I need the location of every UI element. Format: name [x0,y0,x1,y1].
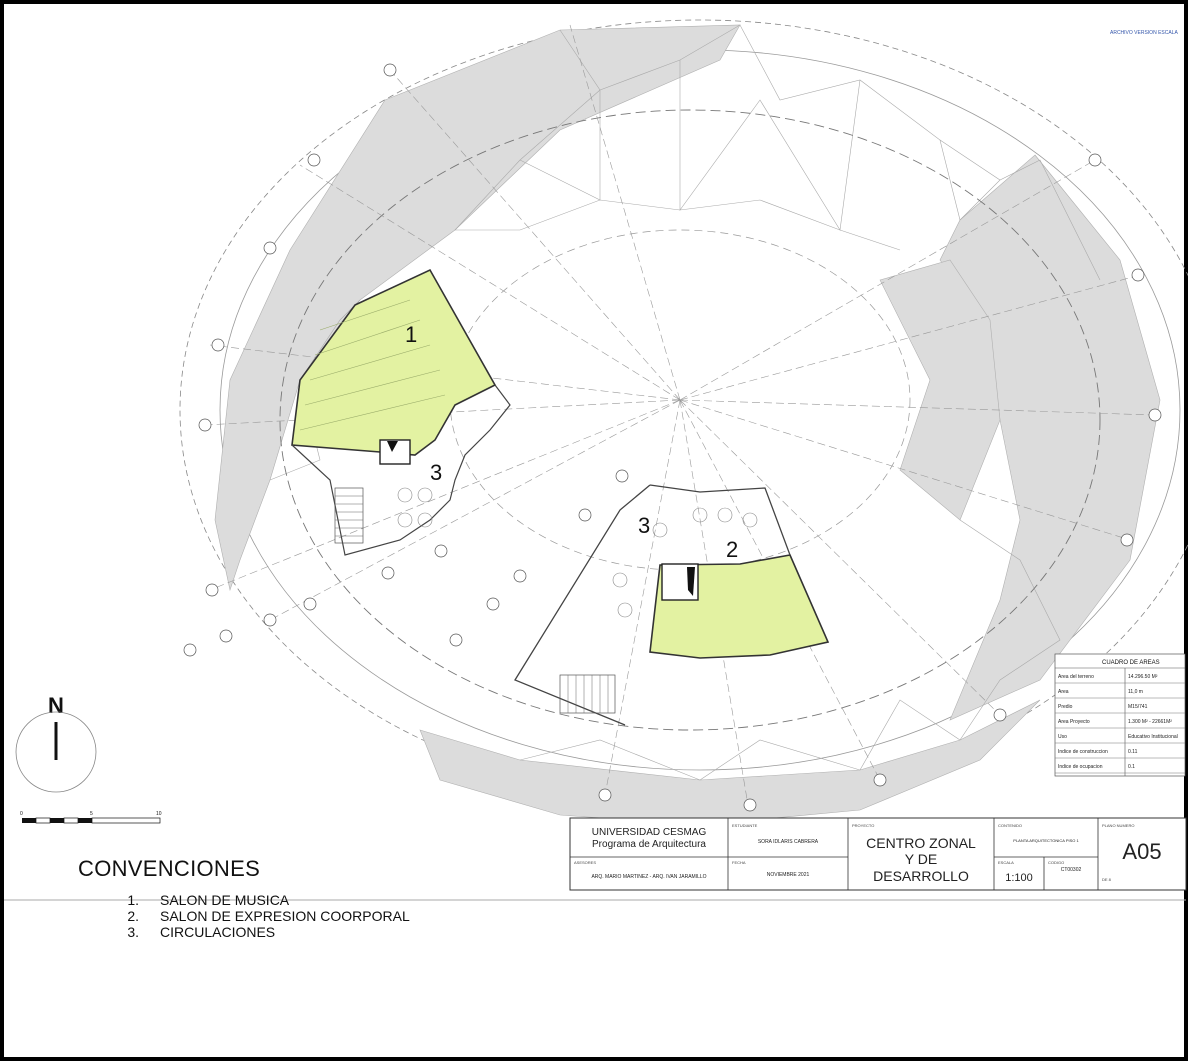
axis-bubbles [183,63,1162,812]
sheet-caption: PLANO NUMERO [1102,823,1134,828]
student-name: SORA IDLARIS CABRERA [758,839,819,845]
date-value: NOVIEMBRE 2021 [767,872,810,878]
project-line-2: Y DE [905,851,937,867]
convention-number: 2. [127,908,139,924]
project-line-1: CENTRO ZONAL [866,835,976,851]
panel-west [214,24,741,592]
convention-number: 3. [127,924,139,940]
floor-plan: 1 2 3 3 [179,19,1188,826]
university-name: UNIVERSIDAD CESMAG [592,827,707,838]
areas-table-rows: Area del terreno 14.296.50 M² Area 11,0 m Pr… [1055,674,1185,774]
areas-table-value: M15/741 [1128,704,1148,710]
wing-east-wall [514,484,791,726]
stair-east-steps [567,675,609,713]
room-music-hall [291,268,497,456]
wing-west-wall [291,384,511,556]
convention-number: 1. [127,892,139,908]
sheet-of: DE 8 [1102,877,1112,882]
scale-bar: 0 5 10 [20,811,162,824]
areas-table-value: 0.11 [1128,749,1138,755]
top-right-note: ARCHIVO VERSION ESCALA [1110,30,1178,36]
north-label: N [48,693,64,718]
areas-table-label: Uso [1058,734,1067,740]
project-caption: PROYECTO [852,823,874,828]
stair-west-steps [335,495,363,537]
areas-table-value: 11,0 m [1128,689,1143,695]
north-arrow: N [15,693,97,793]
music-hall-seats [299,299,446,431]
project-line-3: DESARROLLO [873,868,969,884]
conventions-title: CONVENCIONES [78,856,261,881]
scale-value: 1:100 [1005,872,1033,884]
convention-label: CIRCULACIONES [160,924,276,940]
stair-east [559,674,616,714]
areas-table-value: 0.1 [1128,764,1135,770]
scale-caption: ESCALA [998,860,1014,865]
radial-axes [204,24,1156,806]
room-number-3-west: 3 [430,460,442,485]
conventions-legend: CONVENCIONES 1. SALON DE MUSICA 2. SALON DE… [78,856,410,940]
panel-south [419,699,1041,826]
code-caption: CODIGO [1048,860,1064,865]
areas-table-value: 1.300 M² - 22661M² [1128,719,1172,725]
convention-item: 1. SALON DE MUSICA [78,892,410,908]
conventions-list: 1. SALON DE MUSICA 2. SALON DE EXPRESION CO… [78,892,410,940]
areas-table-value: Educativo Institucional [1128,734,1178,740]
student-caption: ESTUDIANTE [732,823,758,828]
room-number-1: 1 [405,322,417,347]
content-caption: CONTENIDO [998,823,1022,828]
scale-bar-end: 10 [156,811,162,817]
areas-table-value: 14.296.50 M² [1128,674,1158,680]
outer-ring-dashed [179,19,1188,801]
program-name: Programa de Arquitectura [592,839,706,850]
areas-table-label: Predio [1058,704,1073,710]
code-value: CT00302 [1061,867,1082,873]
areas-table-label: Indice de ocupacion [1058,764,1103,770]
areas-table-label: Area Proyecto [1058,719,1090,725]
panel-east [939,154,1161,721]
advisors-caption: ASESORES [574,860,596,865]
areas-table-label: Indice de construccion [1058,749,1108,755]
scale-bar-start: 0 [20,811,23,817]
areas-table: CUADRO DE AREAS Area del terreno 14.296.5… [1054,653,1186,777]
title-block: UNIVERSIDAD CESMAG Programa de Arquitect… [569,817,1187,891]
areas-table-label: Area [1058,689,1069,695]
convention-label: SALON DE MUSICA [160,892,290,908]
convention-item: 3. CIRCULACIONES [78,924,410,940]
furniture [397,487,758,618]
core-east-shaft [687,567,695,596]
north-circle [15,711,97,793]
inner-ring [279,109,1101,731]
room-number-2: 2 [726,537,738,562]
room-number-3-east: 3 [638,513,650,538]
scale-bar-mid: 5 [90,811,93,817]
advisors-names: ARQ. MARIO MARTINEZ - ARQ. IVAN JARAMILL… [591,874,706,880]
areas-table-label: Area del terreno [1058,674,1094,680]
sheet-number: A05 [1122,839,1161,864]
core-west [379,439,411,465]
core-west-shaft [387,441,398,452]
date-caption: FECHA [732,860,746,865]
convention-item: 2. SALON DE EXPRESION COORPORAL [78,908,410,924]
dome-triangulation [269,24,1101,781]
panel-northeast [879,259,1001,521]
stair-west [334,487,364,544]
areas-table-title: CUADRO DE AREAS [1102,660,1160,666]
convention-label: SALON DE EXPRESION COORPORAL [160,908,410,924]
content-value: PLANTA ARQUITECTONICA PISO 1 [1013,838,1079,843]
